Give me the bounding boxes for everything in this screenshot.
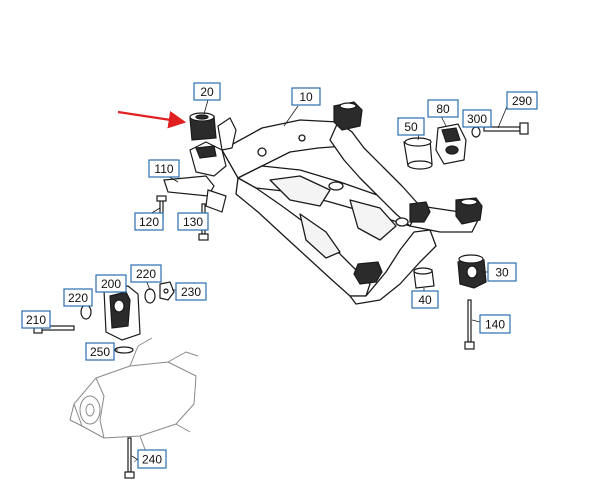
- callout-box: [21, 310, 51, 329]
- callout-box: [137, 449, 167, 469]
- callout-c80: 80: [427, 99, 459, 118]
- callout-c120: 120: [134, 212, 164, 231]
- callout-number: 120: [139, 215, 159, 229]
- callout-c240: 240: [137, 449, 167, 469]
- callout-box: [130, 264, 162, 283]
- callout-labels: 20 10 80 290 50 300 110 120 130 30 40 140 200 220 220 2…: [21, 82, 538, 469]
- callout-number: 10: [299, 90, 313, 104]
- bush-50: [403, 137, 433, 170]
- mount-80: [435, 123, 467, 165]
- callout-number: 240: [142, 453, 162, 467]
- callout-number: 220: [68, 291, 88, 305]
- callout-number: 220: [136, 267, 156, 281]
- callout-c290: 290: [506, 91, 538, 110]
- callout-box: [63, 288, 93, 307]
- callout-c200: 200: [95, 274, 127, 293]
- washer-220-left: [80, 304, 92, 320]
- callout-box: [177, 212, 209, 231]
- callout-number: 80: [436, 102, 450, 116]
- subframe-mounts: [333, 101, 483, 285]
- callout-box: [506, 91, 538, 110]
- callout-number: 130: [183, 215, 203, 229]
- callout-box: [462, 109, 492, 128]
- callout-c10: 10: [291, 87, 321, 106]
- callout-c110: 110: [148, 159, 180, 178]
- callout-c220b: 220: [130, 264, 162, 283]
- callout-number: 20: [200, 85, 214, 99]
- callout-number: 210: [26, 313, 46, 327]
- bush-30: [457, 254, 487, 289]
- highlight-arrow: [117, 110, 187, 129]
- callout-box: [175, 282, 207, 301]
- callout-number: 290: [512, 94, 532, 108]
- callout-c130: 130: [177, 212, 209, 231]
- callout-box: [193, 82, 221, 101]
- bush-20: [189, 112, 217, 141]
- callout-number: 40: [418, 293, 432, 307]
- callout-box: [95, 274, 127, 293]
- callout-c210: 210: [21, 310, 51, 329]
- bush-40: [413, 267, 435, 289]
- callout-box: [134, 212, 164, 231]
- callout-c220a: 220: [63, 288, 93, 307]
- bolt-140: [464, 299, 475, 350]
- callout-number: 300: [467, 112, 487, 126]
- callout-box: [487, 262, 517, 282]
- callout-c300: 300: [462, 109, 492, 128]
- washer-300: [471, 126, 481, 138]
- callout-box: [85, 342, 115, 361]
- callout-c250: 250: [85, 342, 115, 361]
- callout-number: 50: [404, 120, 418, 134]
- callout-number: 250: [90, 345, 110, 359]
- callout-box: [291, 87, 321, 106]
- callout-number: 30: [495, 266, 509, 280]
- callout-number: 140: [485, 318, 505, 332]
- callout-number: 200: [101, 277, 121, 291]
- callout-box: [148, 159, 180, 178]
- callout-c40: 40: [411, 290, 439, 309]
- callout-box: [479, 314, 511, 334]
- callout-number: 110: [154, 162, 173, 176]
- callout-c30: 30: [487, 262, 517, 282]
- bolt-240: [124, 437, 135, 479]
- callout-number: 230: [181, 285, 201, 299]
- callout-c50: 50: [397, 117, 425, 136]
- nut-230: [159, 281, 175, 301]
- callout-c140: 140: [479, 314, 511, 334]
- washer-220-right: [144, 288, 156, 304]
- callout-box: [427, 99, 459, 118]
- callout-c20: 20: [193, 82, 221, 101]
- callout-c230: 230: [175, 282, 207, 301]
- mount-200: [103, 285, 141, 341]
- bolt-290: [483, 122, 529, 135]
- callout-box: [397, 117, 425, 136]
- callout-box: [411, 290, 439, 309]
